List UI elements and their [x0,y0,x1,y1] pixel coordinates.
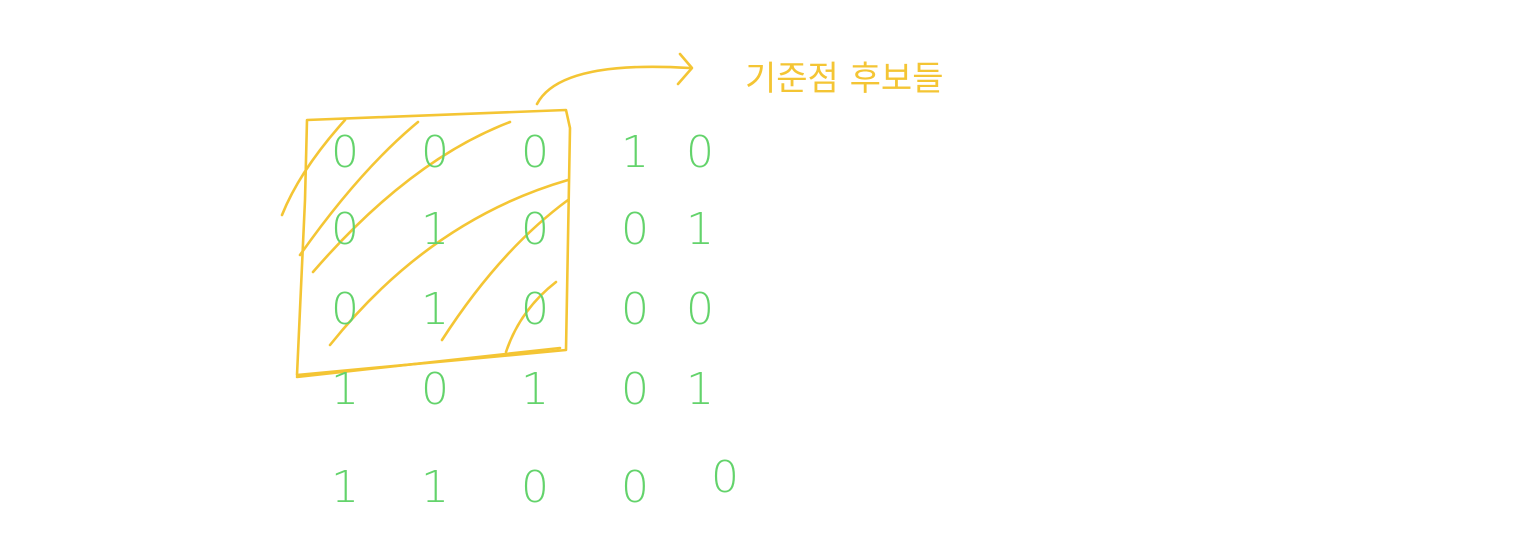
grid-cell-r4-c3: 0 [621,462,649,513]
grid-cell-r2-c3: 0 [621,284,649,335]
grid-cell-r4-c2: 0 [521,462,549,513]
grid-cell-r0-c4: 0 [686,127,714,178]
grid-cell-r2-c1: 1 [421,284,449,335]
grid-cell-r3-c3: 0 [621,364,649,415]
grid-cell-r0-c0: 0 [331,127,359,178]
grid-cell-r0-c2: 0 [521,127,549,178]
grid-cell-r2-c4: 0 [686,284,714,335]
grid-cell-r1-c4: 1 [686,204,714,255]
grid-cell-r1-c0: 0 [331,204,359,255]
grid-cell-r1-c1: 1 [421,204,449,255]
annotation-arrow [535,65,692,106]
grid-cell-r4-c0: 1 [331,462,359,513]
hatch-line [280,118,347,217]
grid-cell-r1-c2: 0 [521,204,549,255]
annotation-arrow-head [676,52,694,86]
grid-cell-r4-c4: 0 [711,452,739,503]
grid-cell-r3-c4: 1 [686,364,714,415]
grid-cell-r3-c1: 0 [421,364,449,415]
hatch-line [311,120,512,274]
highlight-box-bottom-stroke [295,346,562,379]
grid-cell-r4-c1: 1 [421,462,449,513]
grid-cell-r1-c3: 0 [621,204,649,255]
grid-cell-r0-c3: 1 [621,127,649,178]
grid-cell-r0-c1: 0 [421,127,449,178]
annotation-label: 기준점 후보들 [745,59,944,99]
grid-cell-r2-c2: 0 [521,284,549,335]
hatch-line [298,120,420,257]
grid-cell-r3-c2: 1 [521,364,549,415]
hatch-line [504,280,558,354]
highlight-box [295,108,572,377]
grid-cell-r2-c0: 0 [331,284,359,335]
hatching [280,118,570,354]
hatch-line [328,178,570,347]
hatch-line [440,198,570,342]
grid-cell-r3-c0: 1 [331,364,359,415]
